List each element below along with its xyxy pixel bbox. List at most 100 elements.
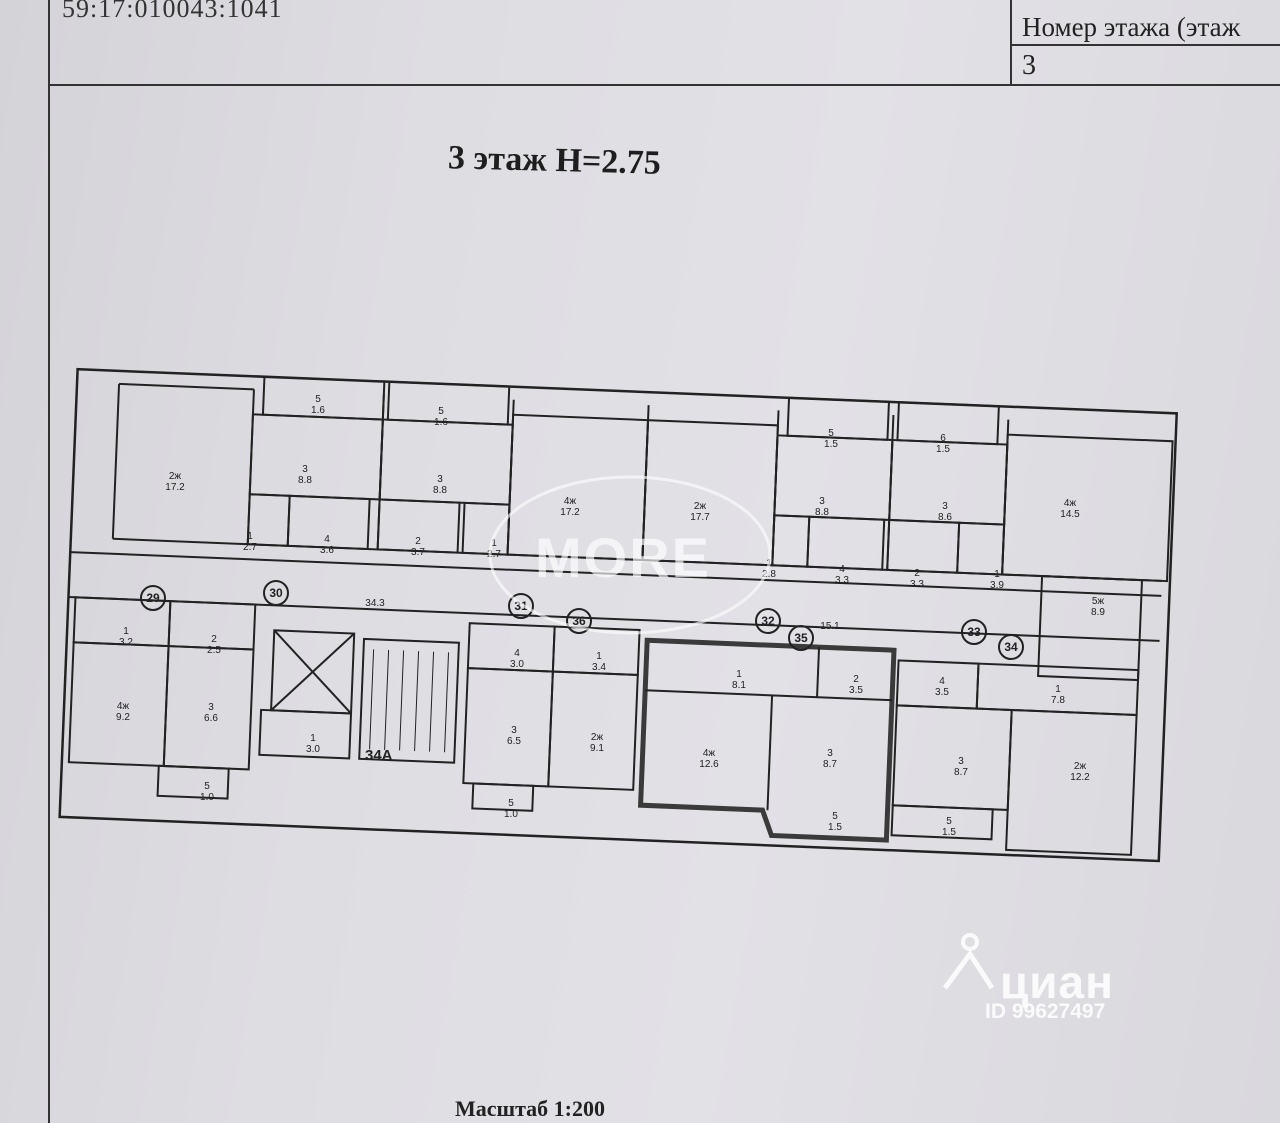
- room-area: 15.1: [820, 621, 840, 632]
- room-type: 3: [208, 702, 214, 713]
- room-type: 2: [853, 674, 859, 685]
- apartment-number-circle: 29: [140, 585, 166, 611]
- cian-watermark-id: ID 99627497: [985, 1000, 1106, 1023]
- room-area: 3.6: [320, 545, 334, 556]
- apartment-number-circle: 36: [566, 608, 592, 634]
- more-watermark-text: MORE: [535, 526, 711, 589]
- cian-watermark-text: циан: [1000, 956, 1114, 1008]
- room-area: 2.7: [243, 542, 257, 553]
- more-watermark-logo: [488, 475, 772, 635]
- cian-logo-icon: [942, 933, 995, 990]
- room-area: 7.8: [1051, 695, 1065, 706]
- room-area: 17.2: [165, 482, 185, 493]
- room-type: 3: [819, 496, 825, 507]
- room-type: 2: [914, 568, 920, 579]
- room-type: 4: [324, 534, 330, 545]
- header-left-box: [48, 0, 1010, 86]
- room-area: 34.3: [365, 598, 385, 609]
- room-area: 8.7: [954, 767, 968, 778]
- room-area: 9.1: [590, 743, 604, 754]
- apartment-number-circle: 35: [788, 625, 814, 651]
- room-area: 8.7: [823, 759, 837, 770]
- room-type: 3: [437, 474, 443, 485]
- room-area: 14.5: [1060, 509, 1080, 520]
- room-area: 8.8: [815, 507, 829, 518]
- apartment-number-circle: 34: [998, 634, 1024, 660]
- room-area: 1.0: [200, 792, 214, 803]
- room-area: 9.2: [116, 712, 130, 723]
- room-type: 4ж: [116, 701, 130, 712]
- room-type: 1: [247, 531, 253, 542]
- room-area: 3.3: [910, 579, 924, 590]
- room-area: 3.5: [935, 687, 949, 698]
- room-type: 2ж: [590, 732, 604, 743]
- apartment-number-circle: 30: [263, 580, 289, 606]
- room-type: 1: [736, 669, 742, 680]
- room-area: 1.5: [824, 439, 838, 450]
- room-area: 1.5: [828, 822, 842, 833]
- room-area: 1.5: [936, 444, 950, 455]
- highlighted-apartment-outline: [637, 637, 897, 843]
- room-type: 3: [942, 501, 948, 512]
- room-area: 3.0: [510, 659, 524, 670]
- room-type: 3: [511, 725, 517, 736]
- room-area: 3.4: [592, 662, 606, 673]
- room-area: 8.8: [433, 485, 447, 496]
- room-type: 4: [839, 564, 845, 575]
- room-area: 8.1: [732, 680, 746, 691]
- room-type: 1: [596, 651, 602, 662]
- room-area: 2.5: [207, 645, 221, 656]
- room-type: 1: [123, 626, 129, 637]
- room-type: 5: [438, 406, 444, 417]
- room-area: 8.8: [298, 475, 312, 486]
- room-area: 6.6: [204, 713, 218, 724]
- room-type: 1: [491, 538, 497, 549]
- room-type: 4: [939, 676, 945, 687]
- floor-number-label: Номер этажа (этаж: [1022, 12, 1241, 42]
- room-area: 3.5: [849, 685, 863, 696]
- room-type: 4: [514, 648, 520, 659]
- room-type: 2ж: [168, 471, 182, 482]
- room-type: 5: [828, 428, 834, 439]
- room-type: 2ж: [693, 501, 707, 512]
- room-area: 3.0: [306, 744, 320, 755]
- room-area: 2.7: [487, 549, 501, 560]
- cadastral-number: 59:17:010043:1041: [62, 0, 283, 23]
- apartment-number-circle: 33: [961, 619, 987, 645]
- room-type: 3: [827, 748, 833, 759]
- room-type: 3: [302, 464, 308, 475]
- room-label: 34.3: [365, 598, 384, 609]
- room-type: 4ж: [1063, 498, 1077, 509]
- room-area: 17.7: [690, 512, 710, 523]
- room-type: 4ж: [702, 748, 716, 759]
- room-area: 17.2: [560, 507, 580, 518]
